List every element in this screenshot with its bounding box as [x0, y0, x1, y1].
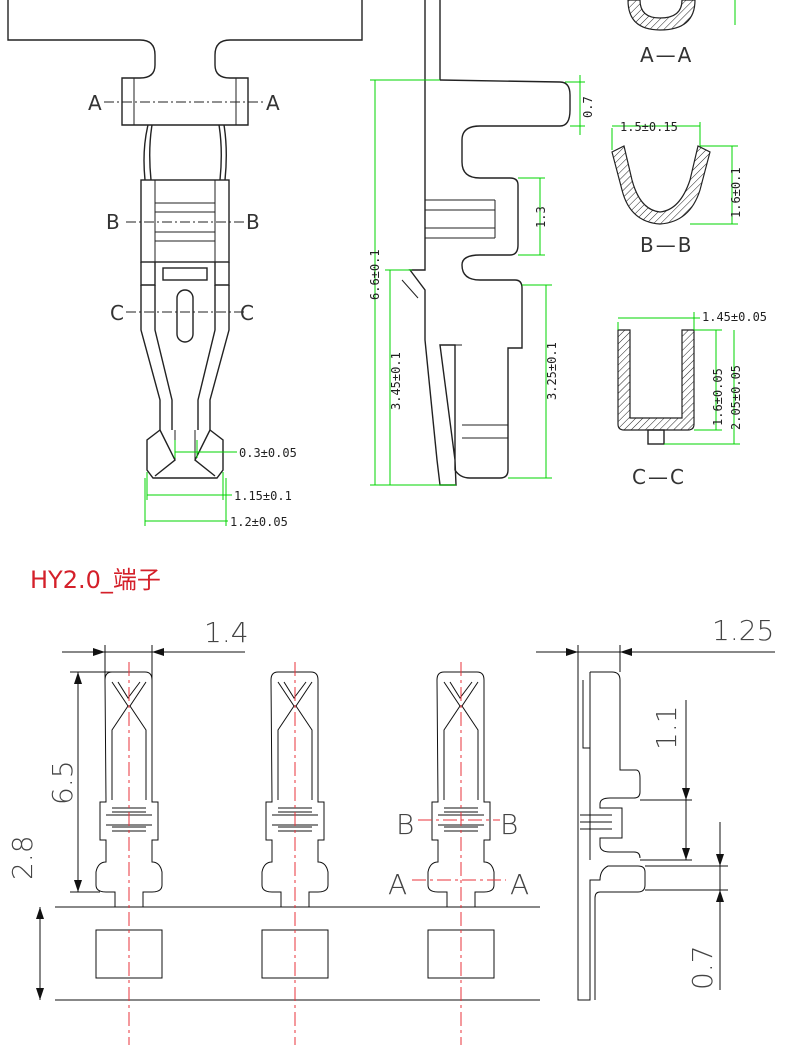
bottom-dim-1-25: 1.25 [712, 614, 774, 647]
dim-1-2: 1.2±0.05 [230, 515, 288, 529]
terminal-3 [427, 662, 495, 1045]
terminal-1 [95, 662, 163, 1045]
label-a-left: A [88, 91, 104, 115]
bottom-dim-1-1: 1.1 [650, 705, 683, 750]
terminal-2 [261, 662, 329, 1045]
label-c-left: C [110, 301, 126, 325]
dim-1-6: 1.6±0.1 [729, 167, 743, 218]
dim-1-45: 1.45±0.05 [702, 310, 767, 324]
bottom-side-view [577, 671, 646, 1001]
bottom-label-a-left: A [388, 868, 407, 901]
section-cc-label: C—C [632, 465, 686, 489]
page-heading: HY2.0_端子 [30, 566, 161, 594]
section-aa: A—A [627, 0, 736, 67]
bottom-label-a-right: A [510, 868, 529, 901]
dim-0-3: 0.3±0.05 [239, 446, 297, 460]
section-bb: 1.5±0.15 1.6±0.1 B—B [611, 120, 743, 257]
dim-6-6: 6.6±0.1 [368, 249, 382, 300]
section-cc: 1.45±0.05 1.6±0.05 2.05±0.05 C—C [617, 310, 767, 489]
bottom-dim-0-7: 0.7 [686, 945, 719, 990]
bottom-drawing: B B A A 1.4 6.5 2.8 [6, 614, 775, 1045]
dim-0-7: 0.7 [581, 96, 595, 118]
dim-3-25: 3.25±0.1 [545, 342, 559, 400]
label-b-left: B [106, 210, 122, 234]
bottom-dim-6-5: 6.5 [46, 760, 79, 805]
label-c-right: C [240, 301, 256, 325]
side-view: 6.6±0.1 3.45±0.1 3.25±0.1 1.3 0.7 [368, 0, 595, 486]
bottom-label-b-right: B [500, 808, 518, 841]
dim-1-3: 1.3 [534, 206, 548, 228]
dim-1-6b: 1.6±0.05 [711, 368, 725, 426]
label-a-right: A [266, 91, 282, 115]
dim-1-15: 1.15±0.1 [234, 489, 292, 503]
dim-3-45: 3.45±0.1 [389, 352, 403, 410]
bottom-label-b-left: B [396, 808, 414, 841]
bottom-dim-2-8: 2.8 [6, 835, 39, 880]
section-aa-label: A—A [640, 43, 693, 67]
label-b-right: B [246, 210, 262, 234]
section-bb-label: B—B [640, 233, 693, 257]
bottom-dim-1-4: 1.4 [204, 616, 249, 649]
front-view: A A B B C C [7, 0, 363, 529]
dim-2-05: 2.05±0.05 [729, 365, 743, 430]
dim-1-5: 1.5±0.15 [620, 120, 678, 134]
